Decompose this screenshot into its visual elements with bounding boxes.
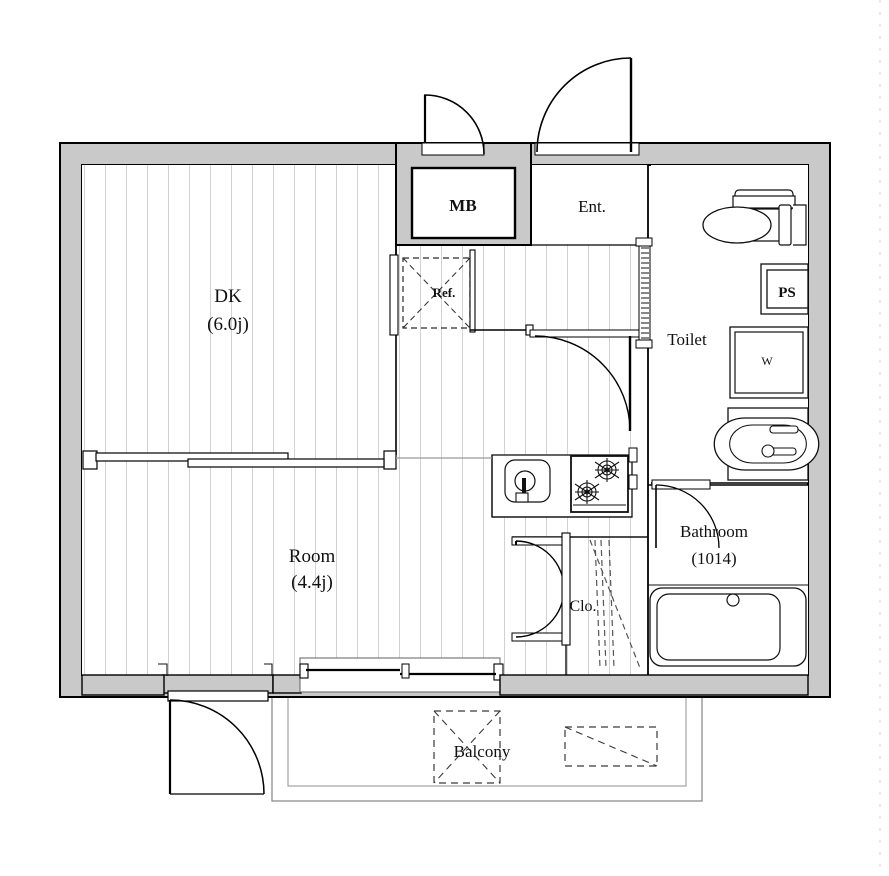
label-room: Room [289,546,336,567]
balcony-sliding-glass-door[interactable] [272,657,504,694]
kitchen-sink [504,459,551,503]
room-entry-door-swing[interactable] [162,674,274,795]
label-washer: W [761,354,773,368]
label-bathroom-area: (1014) [691,549,736,568]
balcony-dashed-square [433,710,501,784]
bottom-wall-left [81,674,165,696]
label-toilet: Toilet [667,330,707,349]
dk-room-sliding-partition[interactable] [82,450,492,470]
room-labels: DK (6.0j) Room (4.4j) MB Ent. Toilet Bat… [207,196,796,761]
two-burner-gas-stove [570,455,629,513]
closet-double-doors[interactable] [511,532,571,646]
balcony-dashed-rectangle [564,726,658,767]
meter-box [395,142,532,246]
toilet-fixture [702,189,807,246]
meter-box-door-swing [421,94,485,156]
dk-floor [82,165,396,675]
entrance-door-swing[interactable] [534,57,640,156]
label-closet: Clo. [569,598,596,615]
bottom-wall-right [499,674,809,696]
label-bathroom: Bathroom [680,522,748,541]
vanity-sink [713,407,820,481]
label-ent: Ent. [578,197,606,216]
label-room-area: (4.4j) [291,572,333,593]
washing-machine [729,326,809,399]
bathroom-door-swing[interactable] [651,479,720,549]
label-ps: PS [778,285,796,301]
label-dk-area: (6.0j) [207,314,249,335]
bathtub [648,584,808,667]
label-balcony: Balcony [454,742,511,761]
door-jamb-ticks [158,663,273,676]
pipe-shaft [760,263,809,315]
label-mb: MB [449,196,476,215]
counter-edges [491,447,638,518]
label-refrigerator: Ref. [433,285,456,300]
label-dk: DK [214,286,242,307]
ref-wall-stub [389,254,399,336]
toilet-folding-door[interactable] [635,237,653,349]
